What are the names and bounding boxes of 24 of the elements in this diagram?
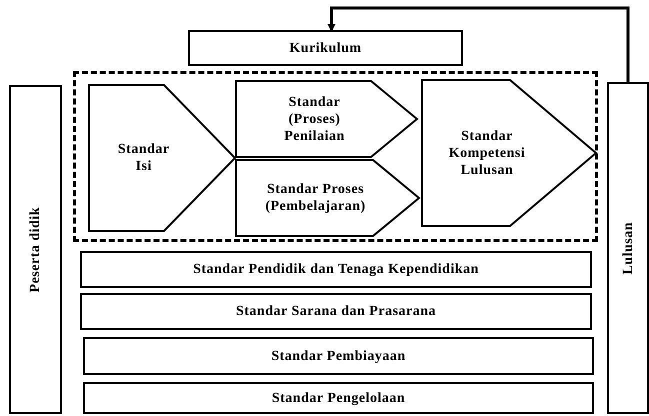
side-bar-box [607, 82, 649, 414]
process-box [80, 293, 592, 330]
pentagon-arrow-box [235, 159, 419, 237]
dashed-group-box [73, 71, 598, 242]
side-bar-box [9, 85, 62, 414]
pentagon-arrow-box [235, 80, 417, 158]
process-box [188, 30, 463, 66]
pentagon-arrow-box [421, 79, 596, 227]
node-label: Standar Isi [116, 141, 171, 175]
process-box [83, 337, 594, 375]
arrow [328, 6, 630, 82]
node-label: Standar Pembiayaan [271, 348, 406, 364]
process-box [83, 382, 594, 414]
node-label: Standar Sarana dan Prasarana [236, 303, 436, 320]
node-label: Peserta didik [27, 206, 44, 292]
node-label: Standar Pendidik dan Tenaga Kependidikan [193, 261, 479, 278]
node-label: Standar (Proses) Penilaian [283, 94, 346, 144]
node-label: Standar Pengelolaan [272, 390, 406, 406]
pentagon-arrow-box [88, 84, 235, 232]
node-label: Standar Kompetensi Lulusan [448, 128, 526, 178]
node-label: Lulusan [620, 222, 636, 274]
node-label: Kurikulum [289, 40, 362, 56]
node-label: Standar Proses (Pembelajaran) [264, 181, 367, 215]
process-box [80, 251, 592, 288]
